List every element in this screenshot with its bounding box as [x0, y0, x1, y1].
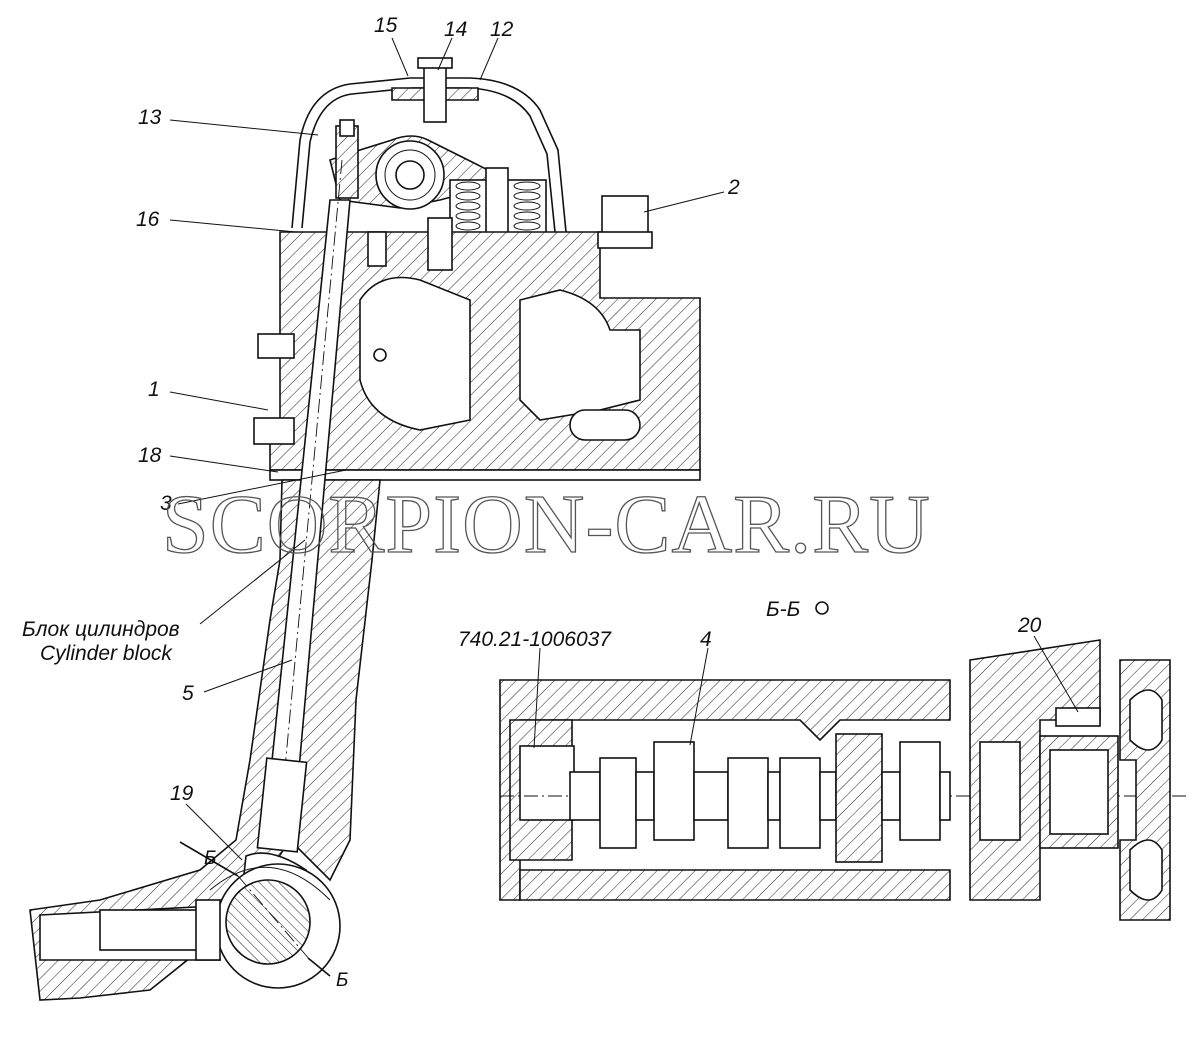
callout-20: 20	[1017, 614, 1042, 637]
spring-coil	[455, 211, 481, 221]
cam-lobe	[779, 757, 821, 849]
watermark: SCORPION-CAR.RU	[162, 478, 931, 571]
spring-coil	[455, 181, 481, 191]
leader-lines	[169, 37, 1079, 861]
tappet	[256, 757, 308, 853]
block-label-en: Cylinder block	[40, 642, 173, 665]
part-number: 740.21-1006037	[458, 628, 612, 651]
callout-3: 3	[160, 492, 172, 515]
callouts: 15 14 12 13 2 16 1 18 3 5 19 4 20	[136, 14, 1042, 805]
spring-coil	[513, 181, 541, 191]
section-mark-top: Б	[204, 848, 216, 869]
head-bolt	[601, 195, 649, 237]
callout-1: 1	[148, 378, 160, 401]
spring-coil	[513, 211, 541, 221]
callout-15: 15	[374, 14, 398, 37]
spring-coil	[455, 191, 481, 201]
section-view-title: Б-Б	[766, 598, 800, 621]
cam-lobe	[599, 757, 637, 849]
cam-lobe	[653, 741, 695, 841]
spring-coil	[455, 201, 481, 211]
camshaft-journal	[835, 733, 883, 863]
cam-lobe	[727, 757, 769, 849]
callout-2: 2	[727, 176, 740, 199]
callout-5: 5	[182, 682, 194, 705]
spring-coil	[513, 201, 541, 211]
head-gasket	[269, 469, 701, 481]
spring-coil	[513, 221, 541, 231]
valve-train-section: Б Б	[29, 57, 701, 1001]
callout-19: 19	[170, 782, 194, 805]
camshaft-section-view	[499, 601, 1190, 921]
callout-18: 18	[138, 444, 162, 467]
camshaft-section	[225, 879, 311, 965]
block-label-ru: Блок цилиндров	[22, 618, 180, 641]
section-mark-bottom: Б	[336, 970, 348, 991]
cam-lobe	[899, 741, 941, 841]
callout-4: 4	[700, 628, 712, 651]
callout-14: 14	[444, 18, 467, 41]
callout-12: 12	[490, 18, 514, 41]
callout-16: 16	[136, 208, 160, 231]
spring-coil	[455, 221, 481, 231]
cover-bolt	[423, 63, 447, 123]
callout-13: 13	[138, 106, 162, 129]
spring-coil	[513, 191, 541, 201]
